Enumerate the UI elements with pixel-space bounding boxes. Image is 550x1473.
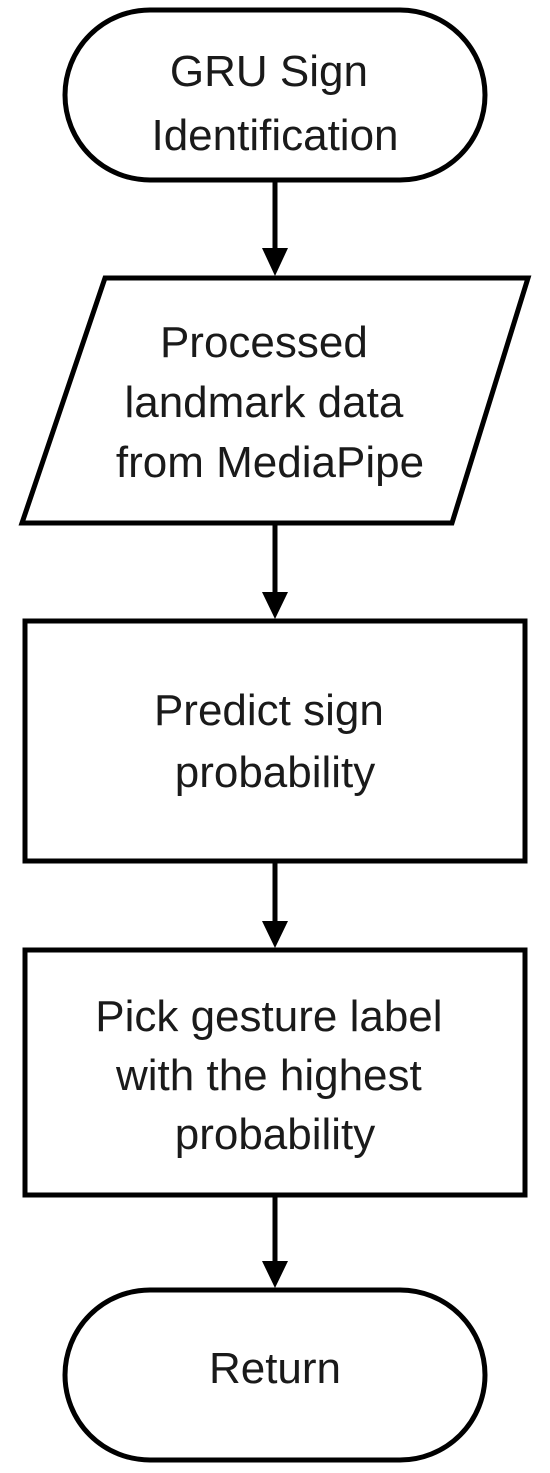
node-predict-shape [22,618,528,864]
node-end-label: Return [209,1344,341,1393]
node-start-line-2: Identification [151,111,398,160]
node-pick-line-3: probability [175,1110,376,1159]
edge-pick-end [262,1195,288,1288]
node-input-line-3: from MediaPipe [116,438,424,487]
node-input-shape [18,275,532,526]
node-predict-label: Predict sign probability [154,686,396,797]
node-predict-line-2: probability [175,748,376,797]
node-pick-line-2: with the highest [115,1051,422,1100]
node-predict-line-1: Predict sign [154,686,384,735]
node-pick-line-1: Pick gesture label [95,992,442,1041]
node-input-line-2: landmark data [124,378,403,427]
node-end-line-1: Return [209,1344,341,1393]
node-start-line-1: GRU Sign [170,47,368,96]
node-end-shape [62,1287,488,1463]
node-start-label: GRU Sign Identification [151,47,398,160]
edge-start-input [262,180,288,276]
edge-input-predict [262,523,288,619]
edge-predict-pick [262,861,288,948]
node-input-label: Processed landmark data from MediaPipe [116,318,424,487]
node-input-line-1: Processed [160,318,368,367]
node-pick-shape [22,947,528,1198]
node-pick-label: Pick gesture label with the highest prob… [95,992,455,1159]
